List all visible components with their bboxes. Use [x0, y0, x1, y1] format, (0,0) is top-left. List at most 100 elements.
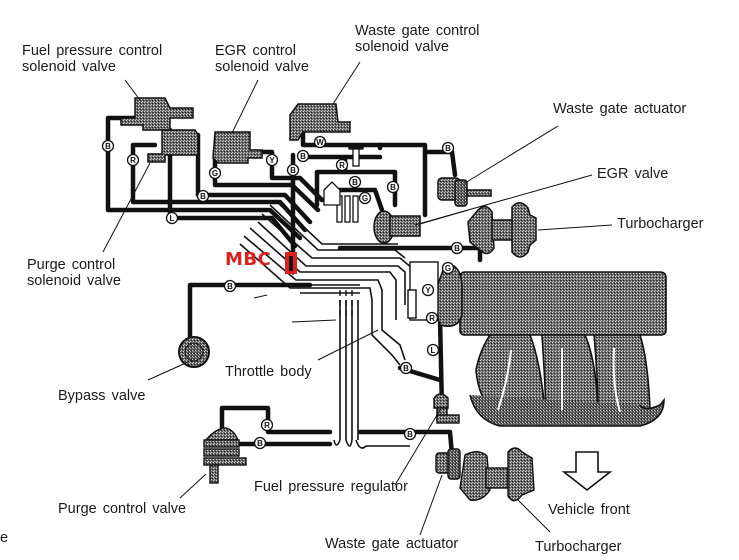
hose-code-text: B — [227, 282, 233, 291]
egr-valve — [373, 209, 469, 244]
hose-code-g: G — [208, 166, 222, 180]
hose-code-text: B — [407, 430, 413, 439]
hose-code-circle — [425, 311, 439, 325]
label-throttle-body: Throttle body — [225, 364, 312, 380]
hose-code-text: Y — [425, 286, 431, 295]
hose-b-center — [342, 169, 398, 208]
hose-code-circle — [441, 261, 455, 275]
hose-code-circle — [126, 153, 140, 167]
hose-code-l: L — [165, 211, 179, 225]
label-edge-fragment: e — [0, 530, 9, 546]
hose-code-circle — [335, 158, 349, 172]
label-fuel-pressure-control-solenoid: Fuel pressure control solenoid valve — [22, 43, 162, 75]
hose-code-circle — [450, 241, 464, 255]
hose-code-circle — [265, 153, 279, 167]
mbc-marker — [285, 252, 297, 274]
hose-code-circle — [101, 139, 115, 153]
label-egr-valve: EGR valve — [597, 166, 669, 182]
label-vehicle-front: Vehicle front — [548, 502, 630, 518]
mbc-label: MBC — [225, 249, 272, 270]
hose-code-text: L — [170, 214, 175, 223]
hose-code-y: Y — [421, 283, 435, 297]
hose-code-circle — [208, 166, 222, 180]
purge-control-solenoid-valve — [147, 129, 199, 163]
hose-egr-y — [252, 149, 325, 203]
hose-code-circle — [223, 279, 237, 293]
hose-code-circle — [165, 211, 179, 225]
waste-gate-actuator-top — [437, 177, 492, 207]
label-turbocharger-bottom: Turbocharger — [535, 539, 622, 555]
hose-code-text: R — [264, 421, 270, 430]
hose-code-g: G — [441, 261, 455, 275]
label-bypass-valve: Bypass valve — [58, 388, 146, 404]
hose-code-b: B — [223, 279, 237, 293]
hose-code-b: B — [101, 139, 115, 153]
hose-fp-solenoid-loop — [105, 115, 303, 241]
hose-code-b: B — [403, 427, 417, 441]
hose-code-text: B — [200, 192, 206, 201]
hose-code-circle — [313, 135, 327, 149]
hose-code-text: B — [390, 183, 396, 192]
hose-code-b: B — [386, 180, 400, 194]
hose-b-bottom — [357, 429, 455, 458]
hose-code-text: L — [431, 346, 436, 355]
hose-top-b-loop — [377, 142, 428, 218]
hose-code-w: W — [313, 135, 327, 149]
hose-code-text: B — [257, 439, 263, 448]
hose-code-circle — [358, 191, 372, 205]
label-line: Purge control — [27, 257, 116, 273]
hose-code-circle — [399, 361, 413, 375]
hose-code-text: G — [212, 169, 218, 178]
hose-lines — [105, 115, 483, 458]
turbocharger-top — [467, 202, 537, 258]
hose-code-circle — [296, 149, 310, 163]
hose-code-text: W — [316, 138, 324, 147]
hose-code-text: B — [445, 144, 451, 153]
hose-code-b: B — [348, 175, 362, 189]
hose-code-text: B — [403, 364, 409, 373]
waste-gate-control-solenoid-valve — [289, 103, 351, 141]
center-nozzles — [323, 143, 364, 223]
label-turbocharger-top: Turbocharger — [617, 216, 704, 232]
hose-pcv-r — [219, 405, 333, 435]
leader-lines — [102, 61, 613, 536]
bypass-valve — [178, 336, 210, 368]
hose-code-circle — [196, 189, 210, 203]
label-line: Fuel pressure control — [22, 43, 163, 59]
hose-code-text: G — [362, 194, 368, 203]
hose-code-text: B — [290, 166, 296, 175]
hose-code-text: G — [445, 264, 451, 273]
egr-control-solenoid-valve — [212, 131, 263, 164]
vehicle-front-arrow-icon — [561, 451, 613, 492]
hose-code-b: B — [441, 141, 455, 155]
label-purge-control-solenoid: Purge control solenoid valve — [27, 257, 121, 289]
label-egr-control-solenoid: EGR control solenoid valve — [215, 43, 309, 75]
hose-code-r: R — [335, 158, 349, 172]
hose-code-text: B — [300, 152, 306, 161]
hose-code-r: R — [260, 418, 274, 432]
label-line: solenoid valve — [355, 39, 449, 55]
hose-code-b: B — [450, 241, 464, 255]
fuel-pressure-regulator — [433, 393, 460, 424]
hose-code-circle — [253, 436, 267, 450]
hose-code-text: B — [454, 244, 460, 253]
hose-code-text: Y — [269, 156, 275, 165]
purge-control-valve — [203, 427, 247, 484]
label-waste-gate-actuator-bottom: Waste gate actuator — [325, 536, 459, 552]
hose-code-text: B — [105, 142, 111, 151]
label-purge-control-valve: Purge control valve — [58, 501, 187, 517]
hose-bypass — [187, 282, 313, 348]
turbocharger-bottom — [459, 447, 535, 502]
hose-code-b: B — [253, 436, 267, 450]
hose-code-circle — [403, 427, 417, 441]
label-line: Waste gate control — [355, 23, 480, 39]
intake-manifold — [431, 263, 667, 427]
hose-code-text: R — [130, 156, 136, 165]
hose-code-circle — [421, 283, 435, 297]
hose-purge-solenoid-loop — [130, 142, 308, 233]
hose-wga-link — [422, 149, 458, 178]
hose-code-circle — [386, 180, 400, 194]
